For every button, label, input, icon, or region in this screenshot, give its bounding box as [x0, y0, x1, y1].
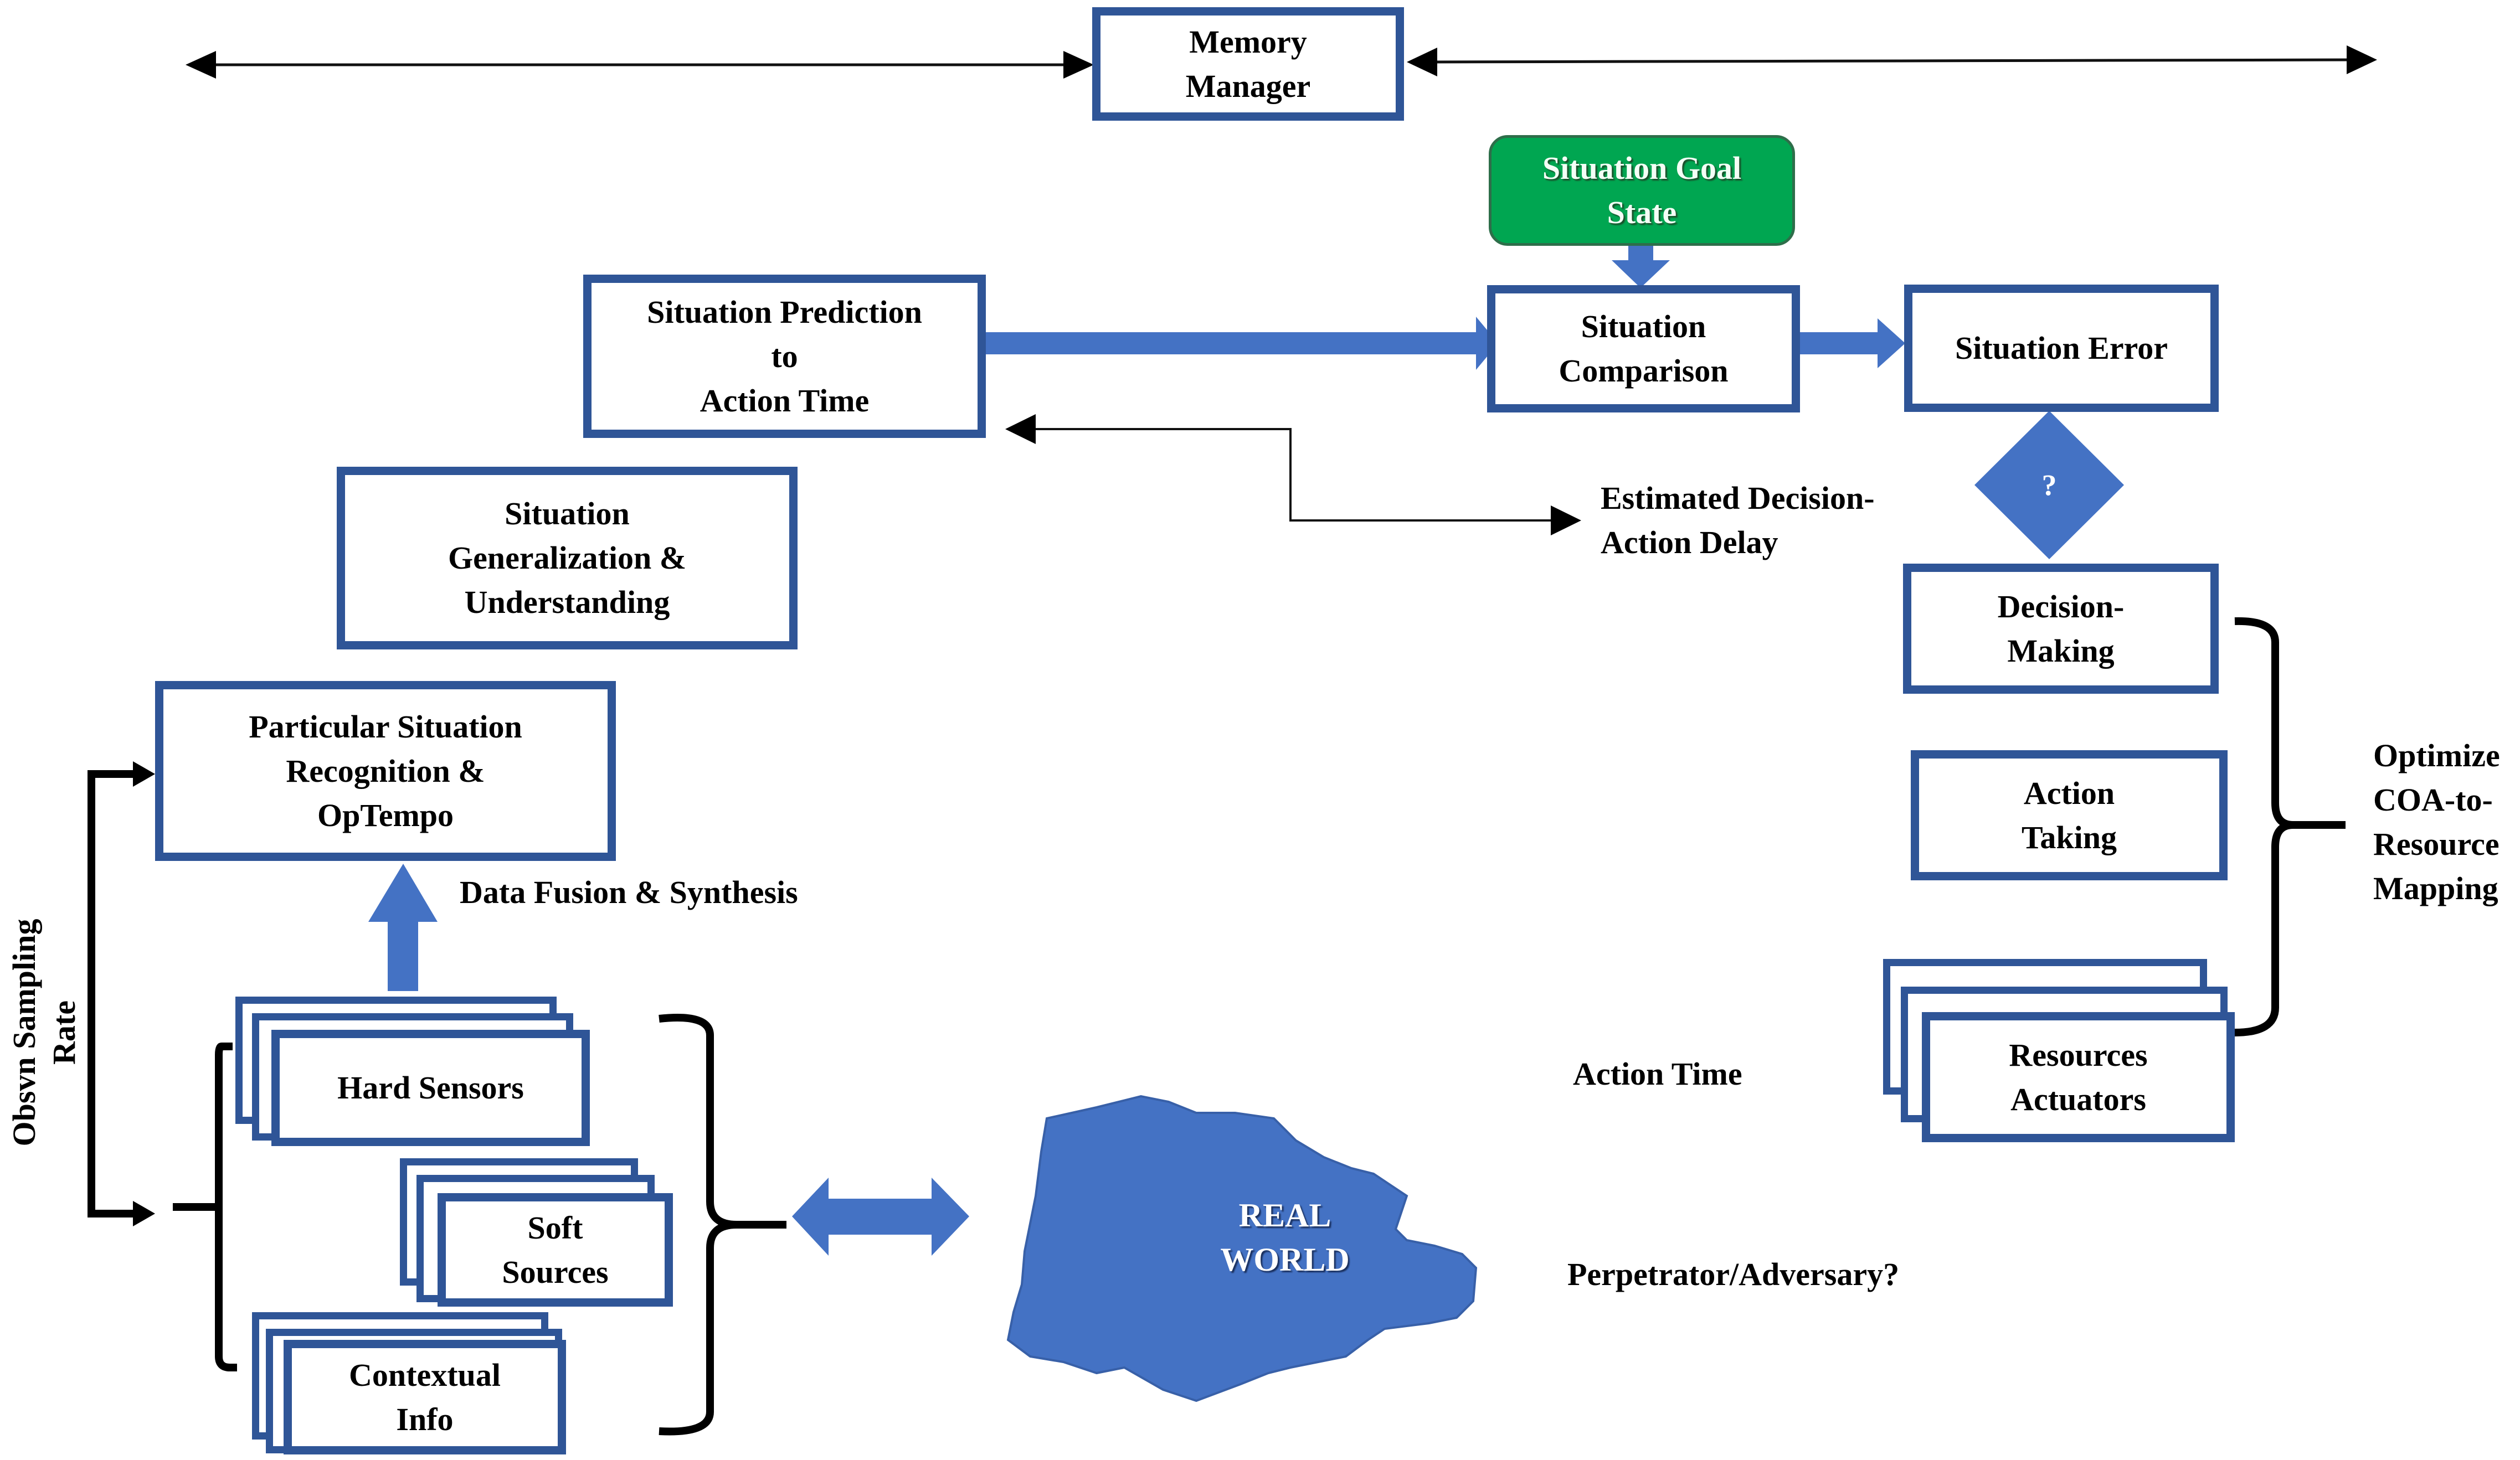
hard-sensors-box[interactable]: Hard Sensors	[271, 1030, 590, 1146]
real-world-blob	[1006, 1095, 1478, 1402]
resources-actuators-box[interactable]: Resources Actuators	[1922, 1012, 2235, 1142]
perpetrator-label: Perpetrator/Adversary?	[1567, 1256, 1900, 1292]
particular-situation-box[interactable]: Particular Situation Recognition & OpTem…	[155, 681, 616, 861]
soft-sources-label: Soft Sources	[502, 1209, 609, 1290]
goal-to-comparison-arrow	[1612, 244, 1670, 288]
decision-diamond-label: ?	[2041, 468, 2057, 502]
arrowhead-left-icon	[1407, 48, 1437, 76]
situation-goal-state-box[interactable]: Situation Goal State	[1489, 135, 1795, 246]
optimize-bracket	[2234, 617, 2346, 1036]
decision-making-label: Decision- Making	[1997, 588, 2125, 669]
obsvn-sampling-label: Obsvn Sampling Rate	[6, 919, 82, 1147]
situation-comparison-box[interactable]: Situation Comparison	[1487, 285, 1800, 412]
contextual-info-box[interactable]: Contextual Info	[284, 1340, 566, 1454]
particular-situation-label: Particular Situation Recognition & OpTem…	[249, 708, 522, 833]
memory-manager-box[interactable]: Memory Manager	[1092, 7, 1404, 121]
estimated-delay-label: Estimated Decision- Action Delay	[1601, 480, 1875, 560]
situation-error-label: Situation Error	[1955, 330, 2168, 366]
arrowhead-right-icon	[133, 761, 155, 787]
sensors-world-double-arrow	[792, 1178, 969, 1256]
soft-sources-box[interactable]: Soft Sources	[438, 1193, 673, 1307]
arrowhead-right-icon	[133, 1201, 155, 1226]
situation-error-box[interactable]: Situation Error	[1904, 285, 2219, 412]
action-taking-label: Action Taking	[2022, 775, 2117, 855]
contextual-info-label: Contextual Info	[349, 1356, 501, 1437]
situation-generalization-label: Situation Generalization & Understanding	[448, 496, 687, 620]
situation-goal-state-label: Situation Goal State	[1542, 150, 1742, 230]
arrowhead-right-icon	[1551, 505, 1581, 535]
sensors-left-bracket	[173, 1043, 237, 1371]
memory-line-right	[1407, 45, 2377, 76]
situation-generalization-box[interactable]: Situation Generalization & Understanding	[337, 467, 798, 649]
sensors-right-bracket	[659, 1014, 786, 1436]
arrowhead-right-icon	[1063, 51, 1094, 79]
arrowhead-left-icon	[1005, 414, 1036, 444]
estimated-delay-connector	[1005, 414, 1581, 535]
situation-comparison-label: Situation Comparison	[1559, 308, 1729, 389]
decision-making-box[interactable]: Decision- Making	[1903, 564, 2219, 694]
action-time-label: Action Time	[1573, 1056, 1742, 1092]
resources-actuators-label: Resources Actuators	[2009, 1036, 2148, 1117]
sampling-rate-connector	[88, 761, 155, 1226]
data-fusion-arrow	[368, 864, 438, 991]
optimize-mapping-label: Optimize COA-to- Resource Mapping	[2373, 737, 2500, 906]
prediction-to-comparison-arrow	[983, 317, 1498, 370]
decision-diamond	[1974, 411, 2124, 559]
memory-line-left	[186, 51, 1094, 79]
situation-prediction-label: Situation Prediction to Action Time	[647, 293, 922, 419]
action-taking-box[interactable]: Action Taking	[1911, 750, 2228, 880]
arrowhead-left-icon	[186, 51, 216, 79]
arrowhead-right-icon	[2347, 45, 2377, 74]
real-world-label: REAL WORLD	[1220, 1197, 1350, 1278]
memory-manager-label: Memory Manager	[1185, 23, 1311, 104]
situation-prediction-box[interactable]: Situation Prediction to Action Time	[583, 275, 986, 438]
comparison-to-error-arrow	[1797, 318, 1905, 368]
data-fusion-label: Data Fusion & Synthesis	[460, 874, 798, 910]
hard-sensors-label: Hard Sensors	[337, 1070, 524, 1106]
